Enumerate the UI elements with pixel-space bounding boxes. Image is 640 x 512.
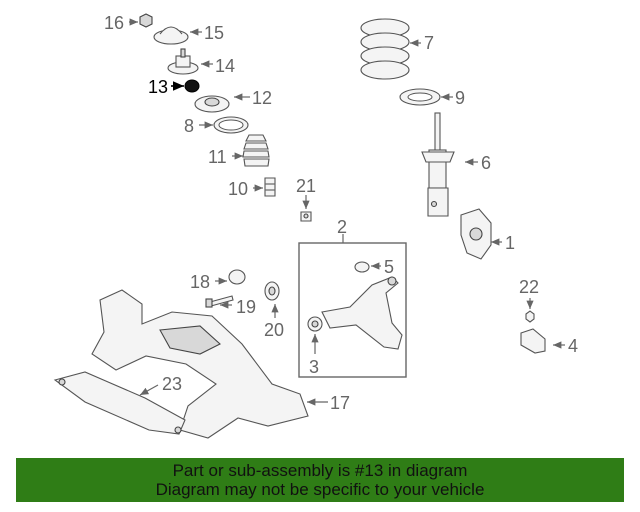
callout-20[interactable]: 20 xyxy=(264,320,284,340)
callout-18[interactable]: 18 xyxy=(190,272,210,292)
part-11-boot[interactable] xyxy=(242,134,270,167)
part-5-bushing[interactable] xyxy=(354,261,370,273)
callout-15[interactable]: 15 xyxy=(204,23,224,43)
part-13-nut[interactable] xyxy=(184,79,200,93)
part-18-bushing[interactable] xyxy=(228,269,246,285)
callout-23[interactable]: 23 xyxy=(162,374,182,394)
callout-16[interactable]: 16 xyxy=(104,13,124,33)
part-22-nut[interactable] xyxy=(525,310,535,323)
callout-9[interactable]: 9 xyxy=(455,88,465,108)
part-control-arm[interactable] xyxy=(321,276,403,350)
callout-3[interactable]: 3 xyxy=(309,357,319,377)
callout-4[interactable]: 4 xyxy=(568,336,578,356)
callout-19[interactable]: 19 xyxy=(236,297,256,317)
part-9-seat[interactable] xyxy=(399,88,441,106)
part-21-clip[interactable] xyxy=(300,211,312,222)
part-19-bolt[interactable] xyxy=(205,295,234,308)
part-15-cap[interactable] xyxy=(153,26,189,45)
assembly-box-2 xyxy=(298,242,407,378)
part-20-washer[interactable] xyxy=(264,281,280,301)
callout-6[interactable]: 6 xyxy=(481,153,491,173)
callout-2[interactable]: 2 xyxy=(337,217,347,237)
callout-11[interactable]: 11 xyxy=(208,147,227,167)
part-3-bushing[interactable] xyxy=(307,316,323,332)
callout-10[interactable]: 10 xyxy=(228,179,248,199)
banner-line-1: Part or sub-assembly is #13 in diagram xyxy=(172,461,468,480)
callout-12[interactable]: 12 xyxy=(252,88,272,108)
callout-5[interactable]: 5 xyxy=(384,257,394,277)
callout-21[interactable]: 21 xyxy=(296,176,316,196)
part-6-strut[interactable] xyxy=(421,112,455,217)
callout-17[interactable]: 17 xyxy=(330,393,350,413)
callout-8[interactable]: 8 xyxy=(184,116,194,136)
part-14-mount[interactable] xyxy=(167,48,199,75)
part-1-knuckle[interactable] xyxy=(460,208,492,260)
part-17-crossmember[interactable] xyxy=(91,289,309,439)
part-16-nut[interactable] xyxy=(139,13,153,28)
part-8-ring[interactable] xyxy=(213,116,249,134)
callout-13[interactable]: 13 xyxy=(148,77,168,97)
callout-22[interactable]: 22 xyxy=(519,277,539,297)
banner-line-2: Diagram may not be specific to your vehi… xyxy=(155,480,485,499)
part-12-seat[interactable] xyxy=(194,95,230,113)
part-7-spring[interactable] xyxy=(360,18,410,80)
callout-1[interactable]: 1 xyxy=(505,233,515,253)
part-4-bracket[interactable] xyxy=(520,328,546,354)
part-23-brace[interactable] xyxy=(53,371,186,435)
callout-7[interactable]: 7 xyxy=(424,33,434,53)
part-10-bumper[interactable] xyxy=(264,177,276,197)
info-banner: Part or sub-assembly is #13 in diagram D… xyxy=(16,458,624,502)
callout-14[interactable]: 14 xyxy=(215,56,235,76)
parts-diagram: 16 15 14 13 12 8 11 10 xyxy=(53,13,578,439)
